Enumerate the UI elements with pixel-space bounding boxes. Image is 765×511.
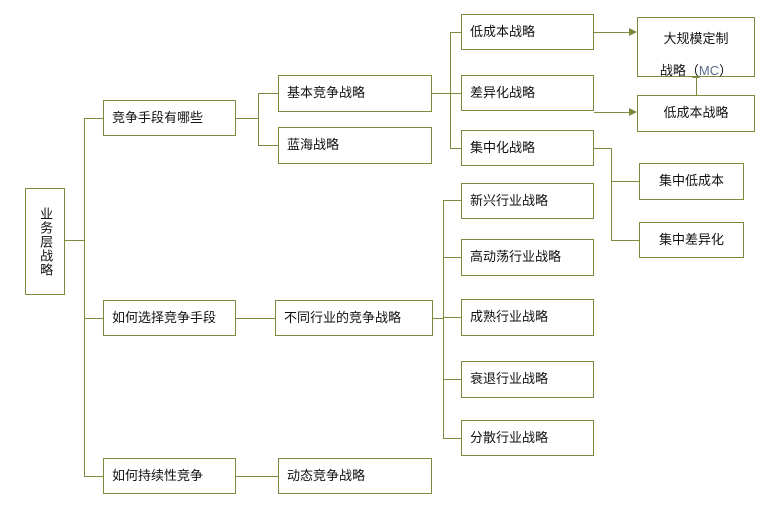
connector-l3-1-out [432,93,450,94]
node-focused-differentiation[interactable]: 集中差异化 [639,222,744,258]
connector-l3-1-to-l4-2 [450,93,461,94]
connector-root-stub [65,240,84,241]
connector-focus-out [594,148,611,149]
node-industry-competitive-strategy[interactable]: 不同行业的竞争战略 [275,300,433,336]
node-label: 低成本战略 [470,23,536,39]
node-dynamic-competition-strategy[interactable]: 动态竞争战略 [278,458,432,494]
node-focus-strategy[interactable]: 集中化战略 [461,130,594,166]
connector-focus-to-l5-3 [611,181,639,182]
node-basic-competitive-strategy[interactable]: 基本竞争战略 [278,75,432,112]
connector-l3-3-to-ind-5 [443,438,461,439]
node-label: 高动荡行业战略 [470,249,562,265]
node-label: 衰退行业战略 [470,371,549,387]
node-blue-ocean-strategy[interactable]: 蓝海战略 [278,127,432,164]
node-label: 基本竞争战略 [287,85,366,101]
node-root[interactable]: 业务层战略 [25,188,65,295]
connector-trunk-to-l2-2 [84,318,103,319]
node-how-to-sustain[interactable]: 如何持续性竞争 [103,458,236,494]
connector-l3-3-to-ind-3 [443,317,461,318]
node-mass-customization-strategy[interactable]: 大规模定制 战略（MC） [637,15,755,80]
node-label: 如何选择竞争手段 [112,309,217,325]
connector-lowcost-to-mc [594,32,629,33]
node-label: 动态竞争战略 [287,467,366,483]
node-low-cost-strategy[interactable]: 低成本战略 [461,14,594,50]
node-fragmented-industry-strategy[interactable]: 分散行业战略 [461,420,594,456]
connector-diff-to-lowcost [594,112,629,113]
connector-l3-3-to-ind-1 [443,200,461,201]
node-label: 不同行业的竞争战略 [284,309,402,325]
arrow-right-to-lowcost-icon [629,107,637,116]
connector-l2-1-to-l3-1 [258,93,278,94]
connector-trunk-to-l2-1 [84,118,103,119]
node-label: 成熟行业战略 [470,309,549,325]
connector-l2-1-to-l3-2 [258,145,278,146]
mc-abbreviation: MC [698,63,720,79]
node-how-to-choose[interactable]: 如何选择竞争手段 [103,300,236,336]
connector-main-trunk [84,118,85,476]
node-differentiation-strategy[interactable]: 差异化战略 [461,75,594,111]
node-label: 大规模定制 战略（MC） [638,15,754,80]
connector-l3-1-stem [450,32,451,148]
mc-line-2-pre: 战略（ [659,63,699,79]
node-label: 差异化战略 [470,84,536,100]
node-label: 分散行业战略 [470,429,549,445]
mc-line-2-post: ） [719,63,733,79]
node-emerging-industry-strategy[interactable]: 新兴行业战略 [461,183,594,219]
connector-l3-3-to-ind-2 [443,257,461,258]
node-mature-industry-strategy[interactable]: 成熟行业战略 [461,299,594,336]
node-label: 低成本战略 [663,105,729,121]
node-label: 集中化战略 [470,139,536,155]
connector-l3-3-out [433,318,443,319]
connector-l2-1-out [236,118,258,119]
node-label: 集中低成本 [658,173,724,189]
node-low-cost-strategy-right[interactable]: 低成本战略 [637,95,755,132]
mc-line-1: 大规模定制 [663,30,729,46]
connector-l2-3-to-l3-4 [236,476,278,477]
connector-l2-1-stem [258,93,259,145]
connector-trunk-to-l2-3 [84,476,103,477]
node-declining-industry-strategy[interactable]: 衰退行业战略 [461,361,594,398]
node-label: 如何持续性竞争 [112,467,204,483]
connector-l3-1-to-l4-3 [450,148,461,149]
connector-focus-stem [611,148,612,240]
node-competition-methods[interactable]: 竞争手段有哪些 [103,100,236,136]
node-root-label: 业务层战略 [38,206,54,277]
connector-l3-1-to-l4-1 [450,32,461,33]
connector-l3-3-stem [443,200,444,438]
node-label: 竞争手段有哪些 [112,109,204,125]
node-focused-low-cost[interactable]: 集中低成本 [639,163,744,200]
node-turbulent-industry-strategy[interactable]: 高动荡行业战略 [461,239,594,276]
connector-l2-2-to-l3-3 [236,318,275,319]
node-label: 集中差异化 [658,231,724,247]
connector-lowcostR-to-mc [696,78,697,95]
node-label: 蓝海战略 [287,137,340,153]
node-label: 新兴行业战略 [470,192,549,208]
connector-focus-to-l5-4 [611,240,639,241]
connector-l3-3-to-ind-4 [443,379,461,380]
arrow-right-to-mc-icon [629,27,637,36]
